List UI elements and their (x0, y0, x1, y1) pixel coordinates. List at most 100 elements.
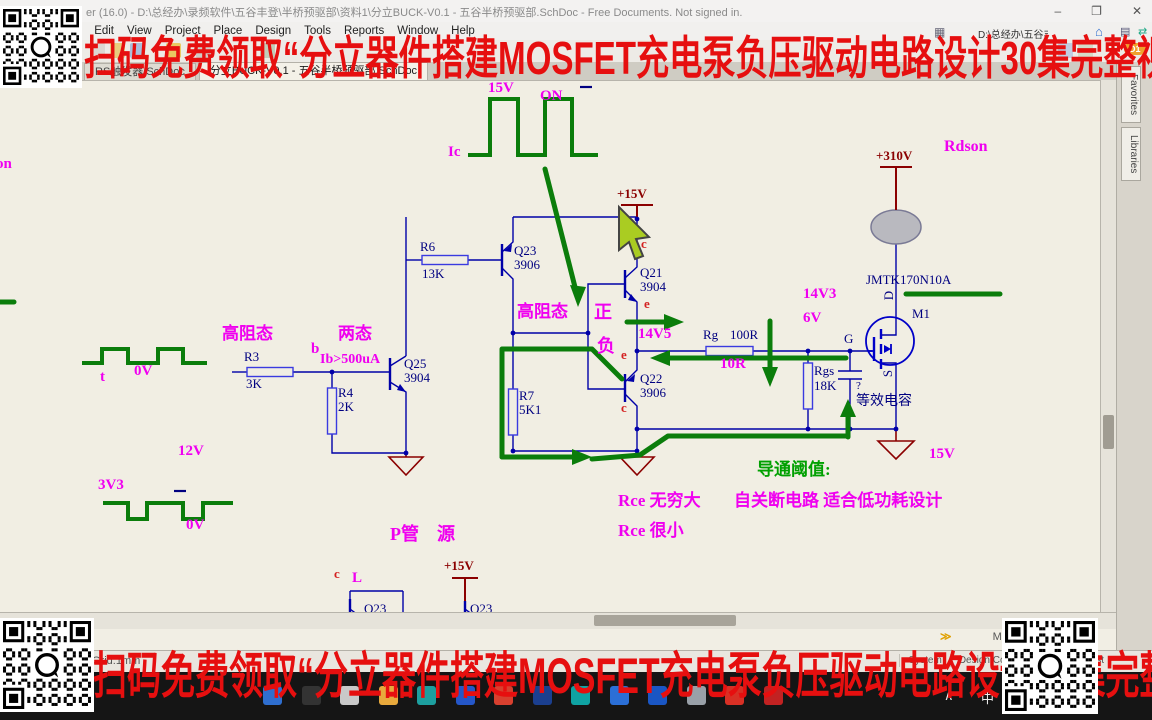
schematic-label: 15V (488, 80, 514, 96)
tab-rs-flipflop[interactable]: RS触发器.SchDoc (84, 63, 196, 80)
maximize-button[interactable]: ❐ (1091, 4, 1102, 18)
promo-text-bottom: 扫码免费领取“分立器件搭建MOSFET充电泵负压驱动电路设计30集完整视频” (93, 648, 1152, 704)
taskbar-icon-file-explorer[interactable] (263, 686, 282, 705)
taskbar-icon-teal-app[interactable] (571, 686, 590, 705)
windows-taskbar: ∧ 中 (0, 672, 1152, 720)
tab-buck-schdoc-active[interactable]: 分立BUCK-V0.1 - 五谷半桥预驱部.SchDoc (198, 62, 429, 80)
schematic-label: c (334, 566, 340, 581)
schematic-label: 3K (246, 376, 262, 391)
taskbar-icon-navy-app[interactable] (532, 686, 552, 705)
schematic-label: 12V (178, 443, 204, 459)
schematic-label: 3906 (640, 385, 666, 400)
schematic-label: e (644, 296, 650, 311)
schematic-label: 10R (720, 356, 746, 372)
taskbar-icon-chrome[interactable] (725, 686, 744, 705)
schematic-label: c (621, 400, 627, 415)
vertical-scrollbar[interactable] (1100, 80, 1117, 612)
menu-item-edit[interactable]: Edit (94, 25, 115, 37)
window-title: er (16.0) - D:\总经办\录频软件\五谷丰登\半桥预驱部\资料1\分… (86, 7, 743, 19)
schematic-label: 5K1 (519, 402, 542, 417)
schematic-label: P管 源 (390, 524, 455, 544)
schematic-label: 3V3 (98, 477, 124, 493)
grid-settings-icon[interactable]: ▦ (934, 25, 946, 39)
schematic-canvas[interactable]: 15VONIcon+15V+310VRdsonR613KQ233906Q2139… (0, 80, 1100, 613)
schematic-label: R7 (519, 388, 535, 403)
taskbar-icon-blue-app[interactable] (455, 686, 475, 705)
schematic-label: 高阻态 (222, 324, 273, 343)
taskbar-icon-search-app[interactable] (301, 686, 321, 705)
menu-item-project[interactable]: Project (164, 25, 201, 37)
schematic-label: b (311, 341, 320, 357)
menu-item-tools[interactable]: Tools (304, 25, 331, 37)
taskbar-icon-word[interactable] (648, 686, 667, 705)
taskbar-icon-files-app[interactable] (340, 686, 359, 705)
menu-item-reports[interactable]: Reports (343, 25, 385, 37)
menu-item-view[interactable]: View (127, 25, 152, 37)
schematic-label: ? (856, 380, 861, 392)
schematic-label: 等效电容 (856, 394, 912, 409)
navigation-path-combo[interactable]: D:\总经办\五谷丰登 (978, 30, 1048, 41)
menu-item-window[interactable]: Window (397, 25, 439, 37)
schematic-label: +15V (617, 186, 647, 201)
schematic-label: Q22 (640, 371, 663, 386)
taskbar-icon-browser-teal[interactable] (417, 686, 436, 705)
menu-item-design[interactable]: Design (255, 25, 292, 37)
horizontal-scrollbar-thumb[interactable] (594, 615, 736, 626)
schematic-label: D (881, 290, 897, 301)
close-button[interactable]: ✕ (1131, 4, 1142, 18)
schematic-label: 3904 (640, 279, 666, 294)
menu-item-help[interactable]: Help (451, 25, 475, 37)
taskbar-icon-gray-app[interactable] (686, 686, 706, 705)
horizontal-scrollbar[interactable] (0, 612, 1116, 629)
folder-icon[interactable] (166, 43, 181, 58)
schematic-label: ON (540, 88, 563, 104)
schematic-label: 高阻态 (517, 302, 568, 321)
schematic-label: R4 (338, 385, 354, 400)
panel-icon-1[interactable] (1058, 43, 1073, 58)
save-icon[interactable] (130, 43, 145, 58)
schematic-label: 14V5 (638, 326, 672, 342)
schematic-label: 18K (814, 378, 837, 393)
schematic-label: 3906 (514, 257, 540, 272)
panel-button-system[interactable]: System (899, 654, 949, 667)
schematic-label: 6V (803, 310, 822, 326)
home-icon[interactable]: ⌂ (1095, 24, 1103, 39)
panel-tab-favorites[interactable]: Favorites (1121, 66, 1141, 124)
taskbar-icon-folder-app[interactable] (378, 686, 398, 705)
schematic-label: JMTK170N10A (866, 272, 952, 287)
menu-item-place[interactable]: Place (213, 25, 243, 37)
panel-icon-2[interactable] (1078, 43, 1093, 58)
taskbar-icon-blue-square-app[interactable] (609, 686, 629, 705)
d1-badge[interactable]: D1 (1124, 43, 1146, 55)
menu-bar: DXP File Edit View Project Place Design … (0, 22, 1152, 41)
print-icon[interactable] (196, 43, 211, 58)
schematic-label: 3904 (404, 370, 430, 385)
qr-code-bottom-left (0, 618, 94, 712)
title-bar: er (16.0) - D:\总经办\录频软件\五谷丰登\半桥预驱部\资料1\分… (0, 0, 1152, 23)
right-panel: Favorites Libraries (1116, 62, 1152, 650)
mask-icon: ≫ (940, 631, 952, 643)
schematic-label: Q23 (364, 601, 387, 613)
open-icon[interactable] (110, 43, 125, 58)
taskbar-icon-red-app-2[interactable] (763, 686, 783, 705)
schematic-label: Q25 (404, 356, 427, 371)
new-document-icon[interactable] (90, 43, 105, 58)
document-icon[interactable]: ▤ (1120, 26, 1131, 38)
taskbar-icon-red-app[interactable] (494, 686, 513, 705)
schematic-label: L (352, 570, 363, 586)
schematic-label: S (880, 369, 896, 378)
schematic-drawing (0, 85, 1003, 613)
schematic-label: e (621, 347, 627, 362)
minimize-button[interactable]: – (1054, 4, 1062, 18)
panel-button-design-compiler[interactable]: Design Compiler (949, 654, 1041, 667)
ime-indicator[interactable]: 中 (981, 691, 995, 706)
panel-tab-libraries[interactable]: Libraries (1121, 127, 1141, 182)
qr-code-top-left (0, 6, 82, 88)
tray-caret[interactable]: ∧ (944, 688, 954, 703)
schematic-label: Rdson (944, 138, 988, 155)
zoom-icon[interactable] (260, 43, 275, 58)
vertical-scrollbar-thumb[interactable] (1103, 415, 1114, 449)
refresh-icon[interactable]: ⇄ (1138, 26, 1148, 38)
qr-code-bottom-right (1002, 618, 1098, 714)
